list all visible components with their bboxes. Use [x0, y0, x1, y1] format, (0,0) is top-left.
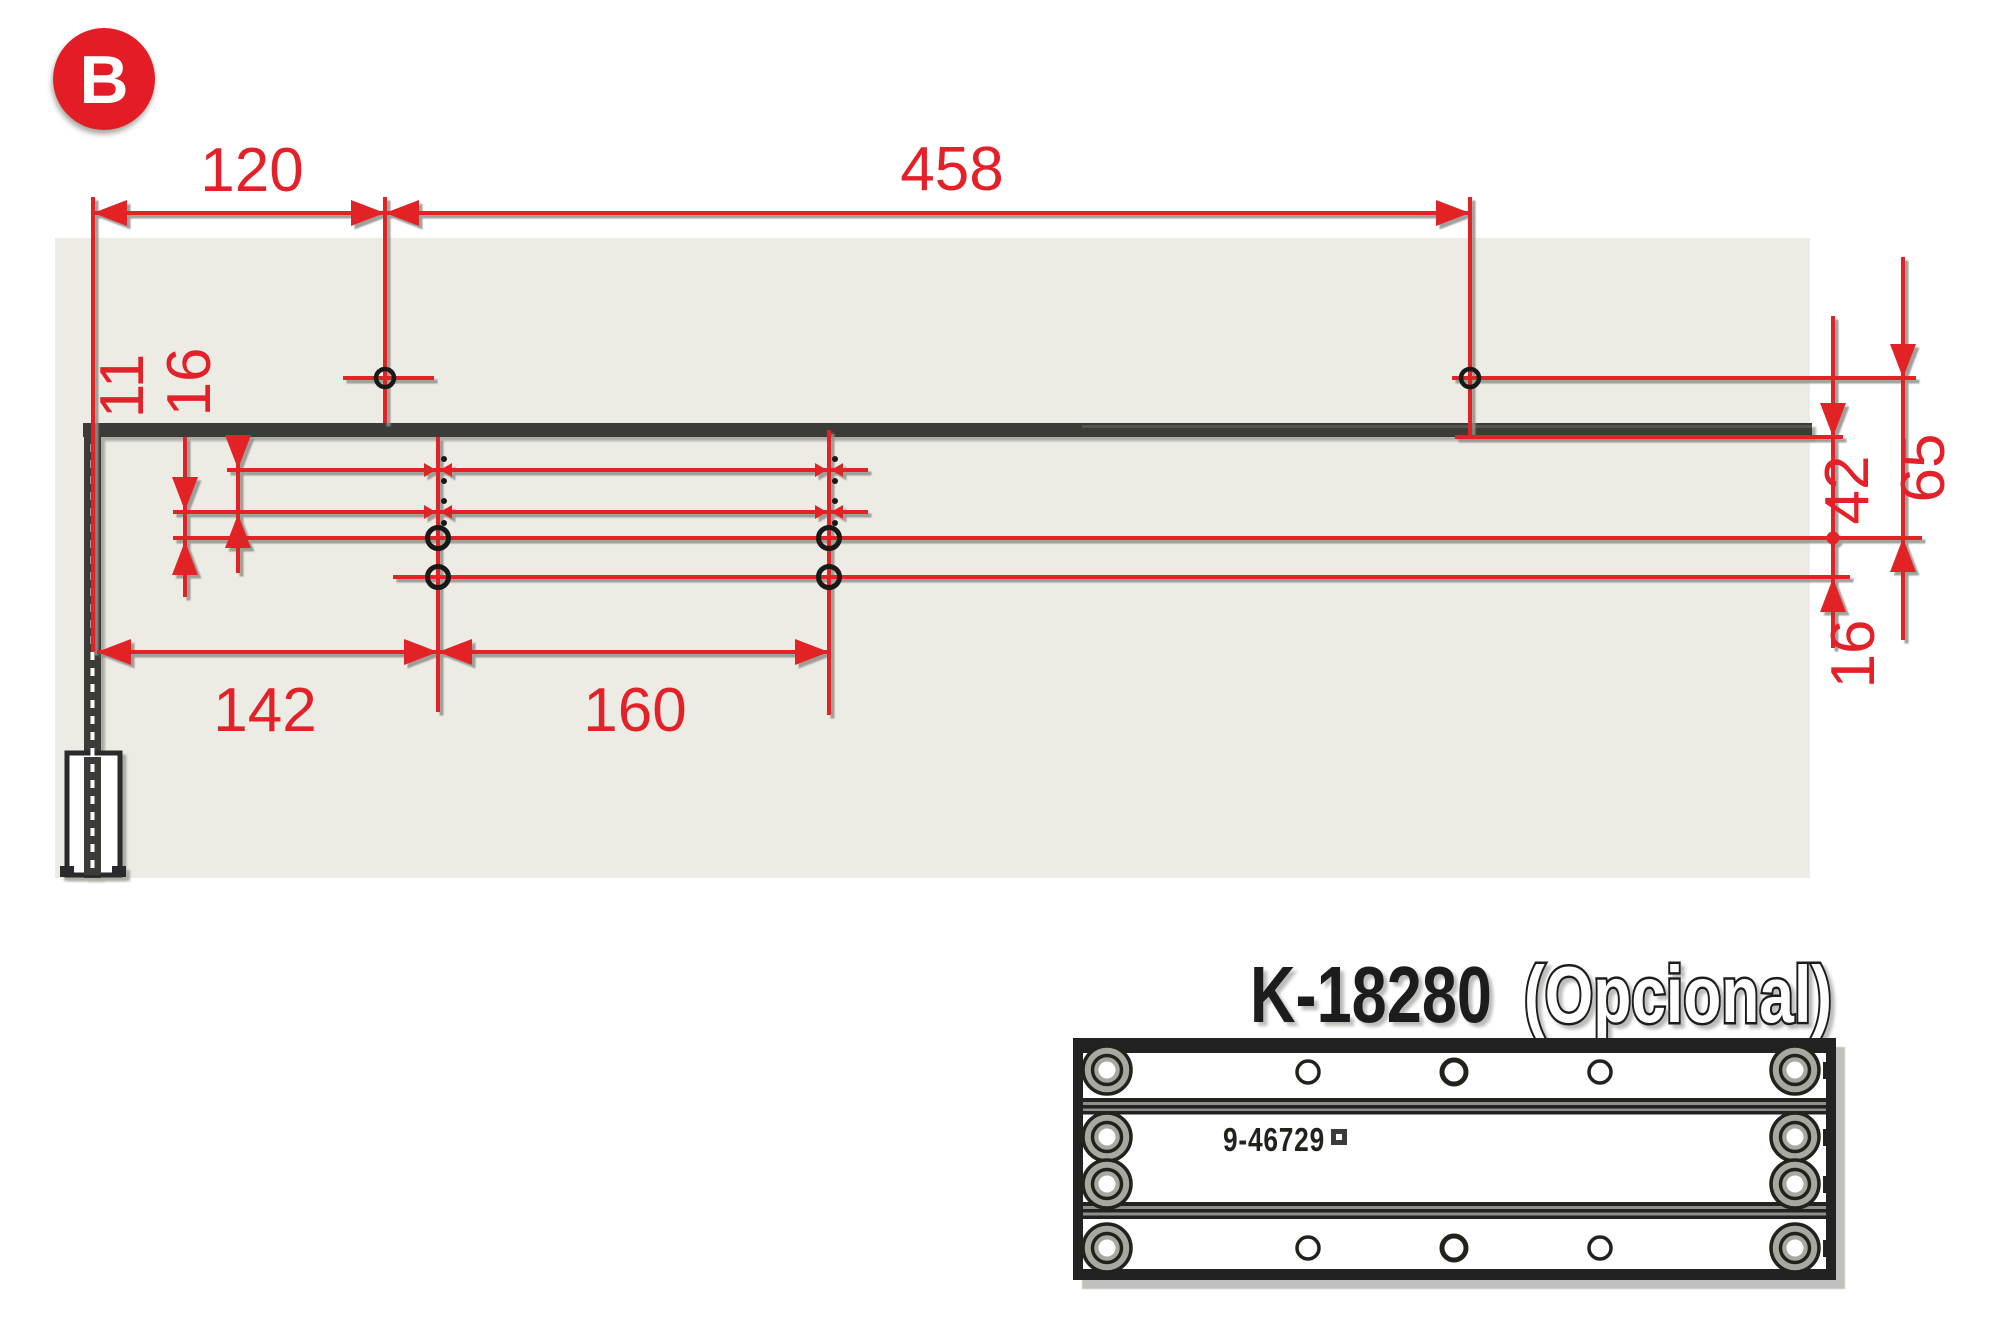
tick-dots — [441, 456, 838, 526]
plate-screw-hole — [1295, 1059, 1321, 1085]
plate-screw-holes — [1295, 1057, 1613, 1263]
plate-grommet — [1769, 1158, 1821, 1210]
arrow-up-icon — [1890, 538, 1916, 572]
hole-markers-group — [373, 366, 1482, 590]
plate-edge-notches — [1075, 1062, 1834, 1257]
plate-grommet — [1769, 1222, 1821, 1274]
part-title-qualifier: (Opcional) — [1524, 950, 1832, 1039]
badge-letter: B — [79, 42, 128, 118]
arrow-right-icon — [795, 639, 829, 665]
plate-top-bar — [1077, 1040, 1832, 1053]
plate-right-edge — [1826, 1040, 1834, 1278]
plate-grommets — [1081, 1044, 1821, 1274]
arrow-down-icon — [1820, 403, 1846, 437]
tick-arrow-icon — [440, 463, 452, 477]
arrow-left-icon — [93, 200, 127, 226]
plate-grommet — [1081, 1158, 1133, 1210]
plate-grommet — [1081, 1044, 1133, 1096]
arrow-right-icon — [404, 639, 438, 665]
arrow-right-icon — [1436, 200, 1470, 226]
arrow-left-icon — [385, 200, 419, 226]
arrow-left-icon — [438, 639, 472, 665]
tick-arrow-icon — [424, 463, 436, 477]
arrow-up-icon — [1820, 578, 1846, 612]
tick-arrow-icon — [815, 505, 827, 519]
dim-label-65: 65 — [1889, 434, 1958, 503]
detail-badge: B — [53, 28, 155, 130]
part-title: K-18280 (Opcional) — [1250, 948, 1835, 1042]
plate-marking-symbol-icon — [1331, 1129, 1347, 1145]
plate-rail-strip — [1083, 1098, 1826, 1115]
arrow-left-icon — [97, 639, 131, 665]
screw-hole-marker — [1458, 366, 1482, 390]
plate-grommet — [1081, 1111, 1133, 1163]
top-rail-highlight — [1082, 425, 1812, 428]
plate-grommet — [1081, 1222, 1133, 1274]
arrow-down-icon — [225, 435, 251, 469]
arrow-down-icon — [172, 477, 198, 511]
dim-label-42: 42 — [1813, 456, 1882, 525]
badge-circle — [53, 28, 155, 130]
plate-screw-hole — [1439, 1057, 1469, 1087]
tick-arrow-icon — [831, 463, 843, 477]
screw-hole-marker — [816, 525, 842, 551]
arrow-up-icon — [225, 514, 251, 548]
screw-hole-marker — [373, 366, 397, 390]
plate-screw-hole — [1295, 1235, 1321, 1261]
dim-label-16-left: 16 — [155, 348, 224, 417]
dim-label-458: 458 — [900, 135, 1003, 204]
dim-label-160: 160 — [583, 676, 686, 745]
plate-left-edge — [1075, 1040, 1083, 1278]
dimension-lines-group — [91, 197, 1922, 715]
plate-rail-strip — [1083, 1202, 1826, 1219]
tick-arrow-icon — [815, 463, 827, 477]
plate-marking: 9-46729 — [1223, 1121, 1325, 1158]
dim-label-16-right: 16 — [1819, 620, 1888, 689]
dimension-arrows — [93, 200, 1916, 665]
mounting-plate-drawing: 9-46729 — [1073, 1038, 1836, 1280]
arrow-right-icon — [351, 200, 385, 226]
dim-label-120: 120 — [200, 136, 303, 205]
part-title-code: K-18280 — [1250, 950, 1492, 1039]
wall-panel — [55, 238, 1810, 878]
tick-arrow-icon — [440, 505, 452, 519]
dim-label-11: 11 — [88, 354, 157, 418]
screw-hole-marker — [425, 564, 451, 590]
plate-grommet — [1769, 1044, 1821, 1096]
plate-screw-hole — [1587, 1235, 1613, 1261]
arrow-up-icon — [172, 541, 198, 575]
dimension-labels: 120 458 142 160 11 16 42 65 16 — [88, 135, 1958, 745]
plate-screw-hole — [1587, 1059, 1613, 1085]
arrow-down-icon — [1890, 344, 1916, 378]
tick-arrow-icon — [831, 505, 843, 519]
screw-hole-marker — [816, 564, 842, 590]
tick-arrow-icon — [424, 505, 436, 519]
plate-screw-hole — [1439, 1233, 1469, 1263]
dim-junction-dot — [1826, 531, 1840, 545]
plate-grommet — [1769, 1111, 1821, 1163]
screw-hole-marker — [425, 525, 451, 551]
plate-bottom-bar — [1077, 1269, 1832, 1278]
dim-label-142: 142 — [213, 676, 316, 745]
